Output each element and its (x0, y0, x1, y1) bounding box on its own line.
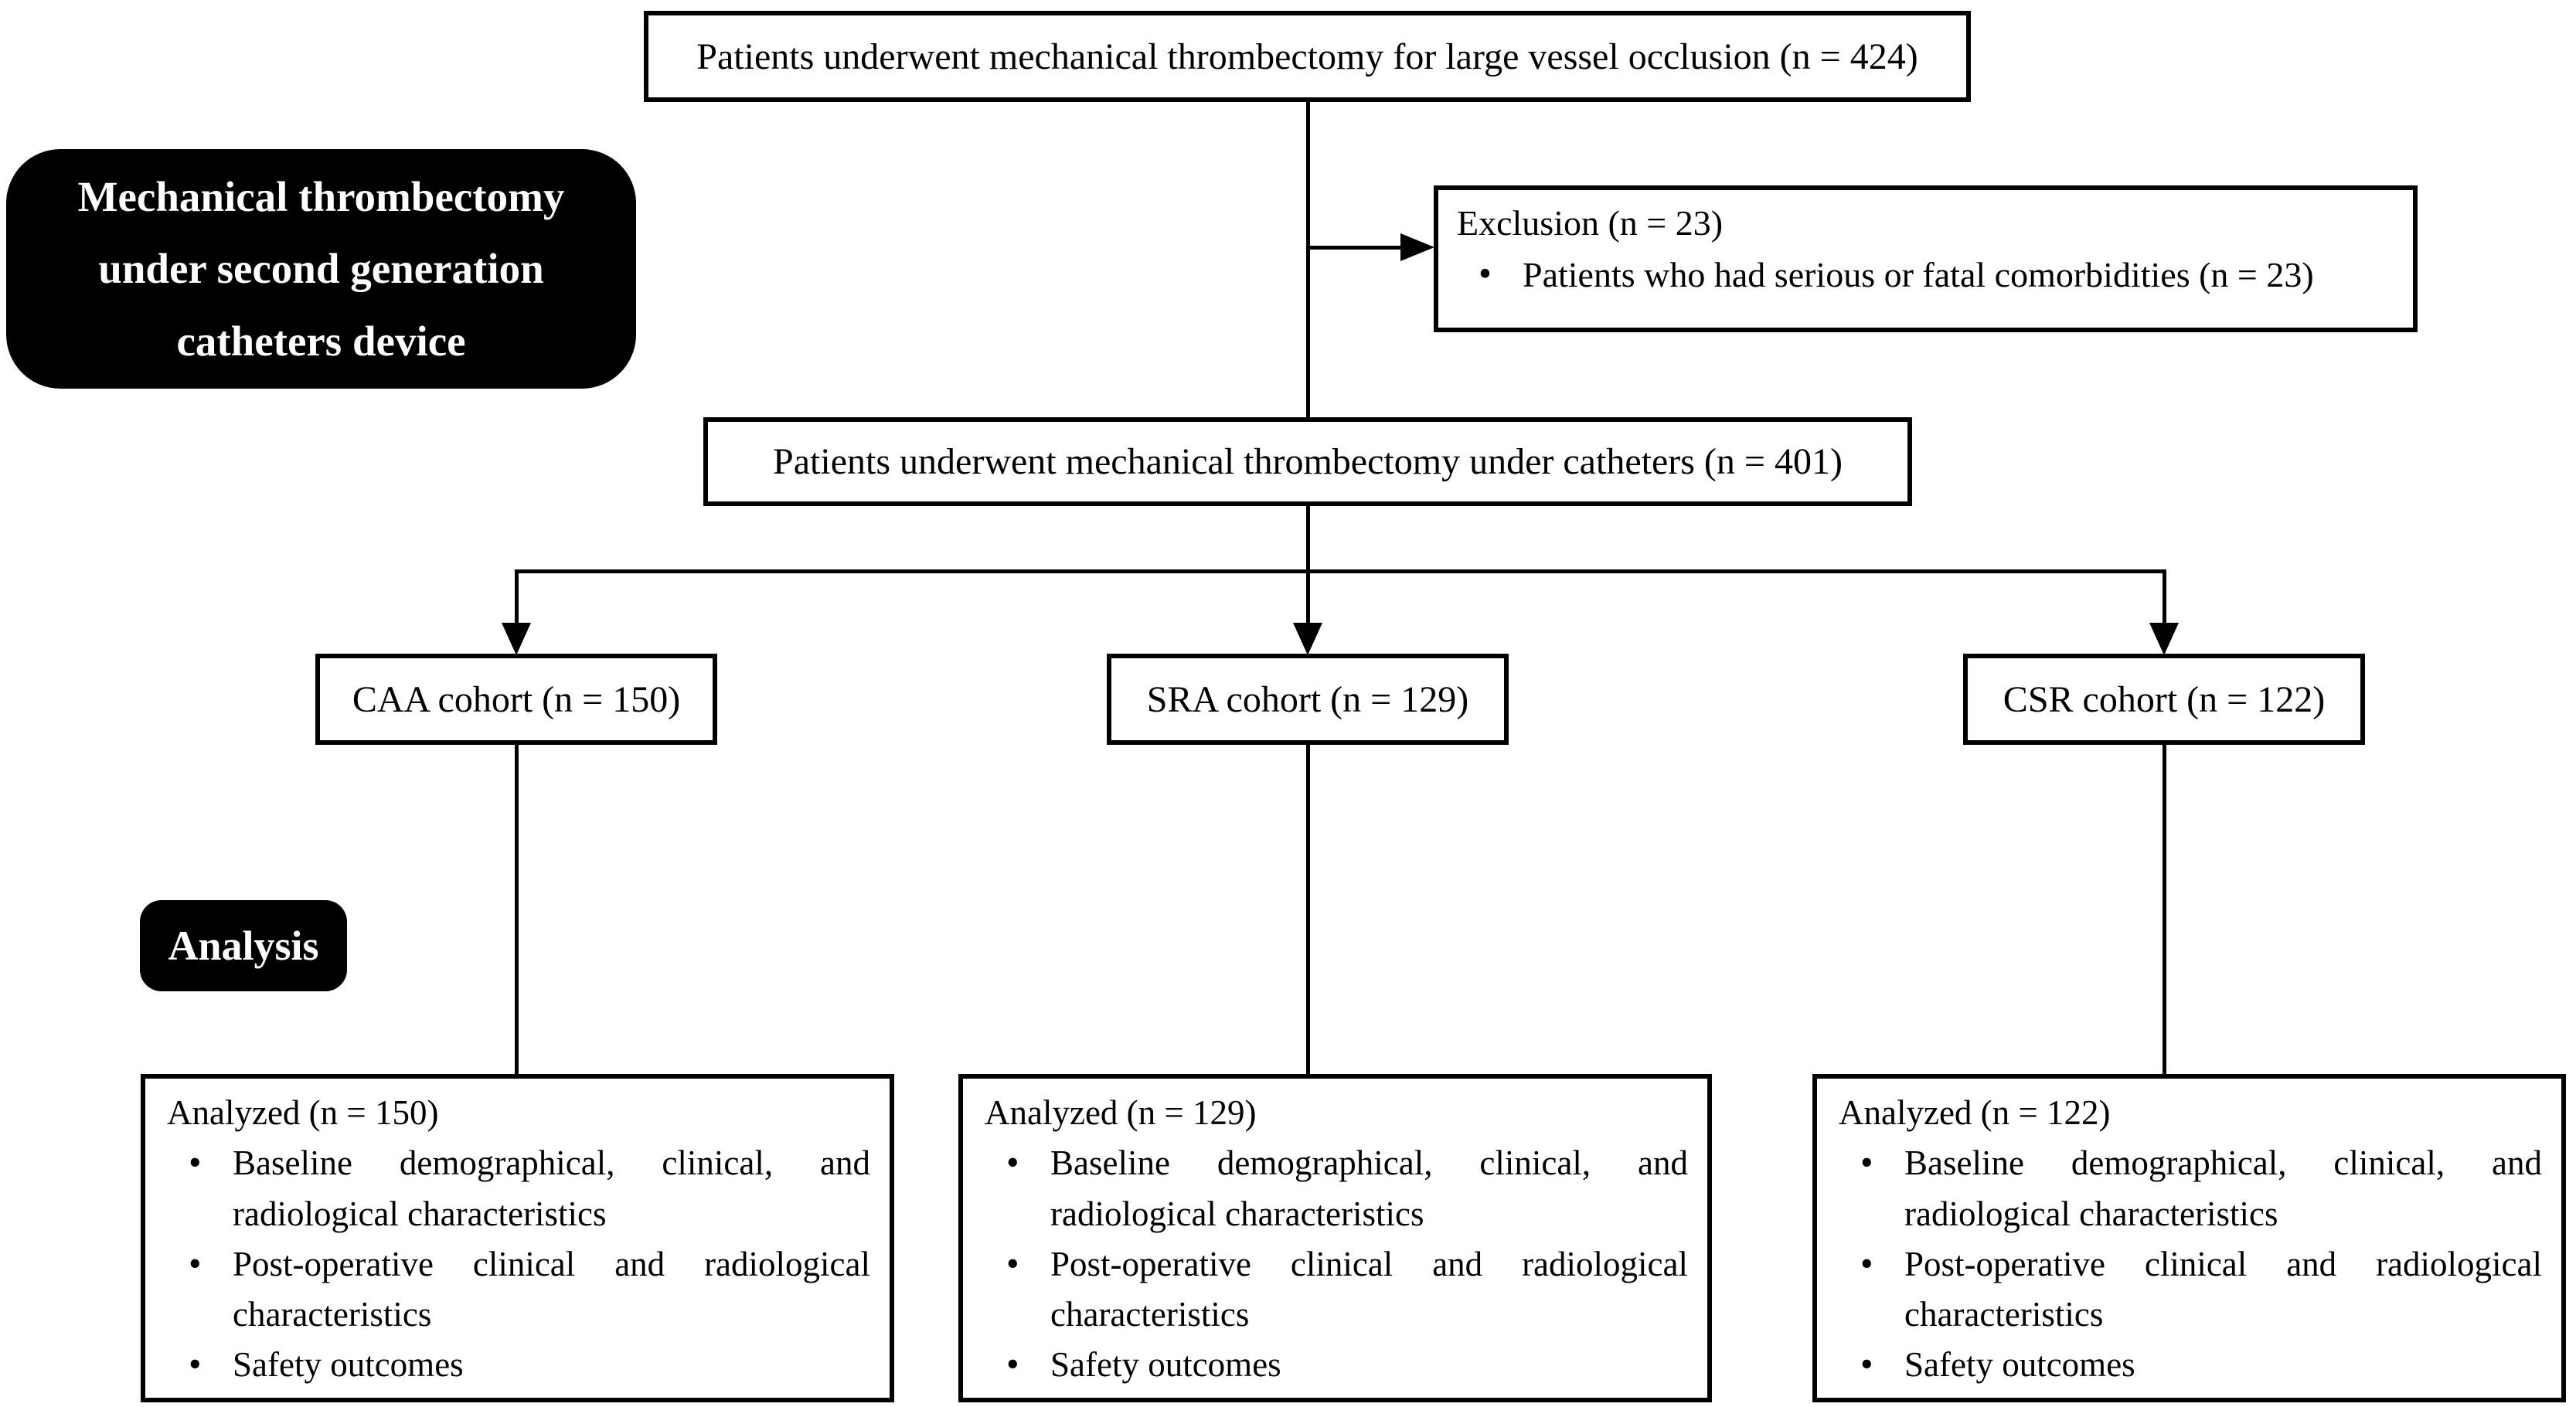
bullet-icon: • (1006, 1143, 1019, 1184)
branch-line (515, 569, 2166, 573)
exclusion-title: Exclusion (n = 23) (1457, 203, 1724, 243)
exclusion-box: Exclusion (n = 23) • Patients who had se… (1434, 185, 2418, 332)
analysis-box-csr: Analyzed (n = 122) • Baseline demographi… (1812, 1074, 2566, 1402)
bullet-icon: • (1006, 1243, 1019, 1284)
post-exclusion-text: Patients underwent mechanical thrombecto… (773, 441, 1843, 482)
cohort-csr-label: CSR cohort (n = 122) (2003, 678, 2326, 720)
arrowhead-exclusion-icon (1400, 233, 1434, 261)
bullet-text: Safety outcomes (1904, 1345, 2135, 1385)
exclusion-bullet: • Patients who had serious or fatal como… (1457, 253, 2397, 295)
arrowhead-caa-icon (502, 623, 531, 655)
bullet-text: Post-operative clinical and radiological… (1050, 1244, 1688, 1334)
bullet-icon: • (1006, 1344, 1019, 1385)
cohort-box-csr: CSR cohort (n = 122) (1963, 654, 2365, 745)
bullet-item: • Post-operative clinical and radiologic… (985, 1239, 1688, 1341)
bullet-icon: • (1860, 1243, 1873, 1284)
bullet-icon: • (1860, 1143, 1873, 1184)
bullet-text: Safety outcomes (233, 1345, 464, 1385)
exclusion-bullet-text: Patients who had serious or fatal comorb… (1523, 255, 2314, 294)
drop-line-csr (2163, 569, 2166, 625)
analysis-box-caa: Analyzed (n = 150) • Baseline demographi… (141, 1074, 894, 1402)
enrollment-box: Patients underwent mechanical thrombecto… (644, 11, 1971, 102)
bullet-text: Post-operative clinical and radiological… (233, 1244, 870, 1334)
device-stage-text: Mechanical thrombectomy under second gen… (77, 172, 565, 365)
bullet-item: • Baseline demographical, clinical, and … (1839, 1138, 2542, 1239)
bullet-text: Baseline demographical, clinical, and ra… (1050, 1144, 1688, 1233)
connector-csr-to-analysis (2163, 745, 2166, 1074)
analysis-box-sra: Analyzed (n = 129) • Baseline demographi… (958, 1074, 1712, 1402)
bullet-item: • Safety outcomes (167, 1340, 870, 1390)
bullet-icon: • (189, 1143, 202, 1184)
connector-middle-to-branch (1306, 506, 1310, 569)
drop-line-sra (1306, 569, 1310, 625)
drop-line-caa (515, 569, 519, 625)
connector-caa-to-analysis (515, 745, 519, 1074)
analysis-title: Analyzed (n = 129) (985, 1093, 1257, 1132)
connector-sra-to-analysis (1306, 745, 1310, 1074)
cohort-box-caa: CAA cohort (n = 150) (315, 654, 717, 745)
enrollment-text: Patients underwent mechanical thrombecto… (696, 36, 1918, 77)
bullet-icon: • (189, 1243, 202, 1284)
cohort-sra-label: SRA cohort (n = 129) (1146, 678, 1469, 720)
cohort-box-sra: SRA cohort (n = 129) (1107, 654, 1509, 745)
bullet-item: • Safety outcomes (985, 1340, 1688, 1390)
connector-top-to-middle (1306, 102, 1310, 417)
bullet-text: Baseline demographical, clinical, and ra… (233, 1144, 870, 1233)
arrowhead-sra-icon (1293, 623, 1322, 655)
device-stage-label: Mechanical thrombectomy under second gen… (6, 149, 636, 389)
bullet-item: • Baseline demographical, clinical, and … (167, 1138, 870, 1239)
bullet-text: Baseline demographical, clinical, and ra… (1904, 1144, 2542, 1233)
bullet-item: • Post-operative clinical and radiologic… (1839, 1239, 2542, 1341)
bullet-item: • Post-operative clinical and radiologic… (167, 1239, 870, 1341)
bullet-text: Safety outcomes (1050, 1345, 1281, 1385)
cohort-caa-label: CAA cohort (n = 150) (352, 678, 681, 720)
analysis-title: Analyzed (n = 150) (167, 1093, 439, 1132)
bullet-text: Post-operative clinical and radiological… (1904, 1244, 2542, 1334)
bullet-icon: • (1860, 1344, 1873, 1385)
connector-to-exclusion (1308, 246, 1400, 250)
bullet-icon: • (189, 1344, 202, 1385)
arrowhead-csr-icon (2149, 623, 2179, 655)
bullet-item: • Safety outcomes (1839, 1340, 2542, 1390)
analysis-title: Analyzed (n = 122) (1839, 1093, 2111, 1132)
bullet-icon: • (1479, 253, 1492, 294)
post-exclusion-box: Patients underwent mechanical thrombecto… (703, 417, 1912, 506)
analysis-stage-label: Analysis (140, 900, 347, 991)
bullet-item: • Baseline demographical, clinical, and … (985, 1138, 1688, 1239)
analysis-stage-text: Analysis (168, 923, 319, 969)
